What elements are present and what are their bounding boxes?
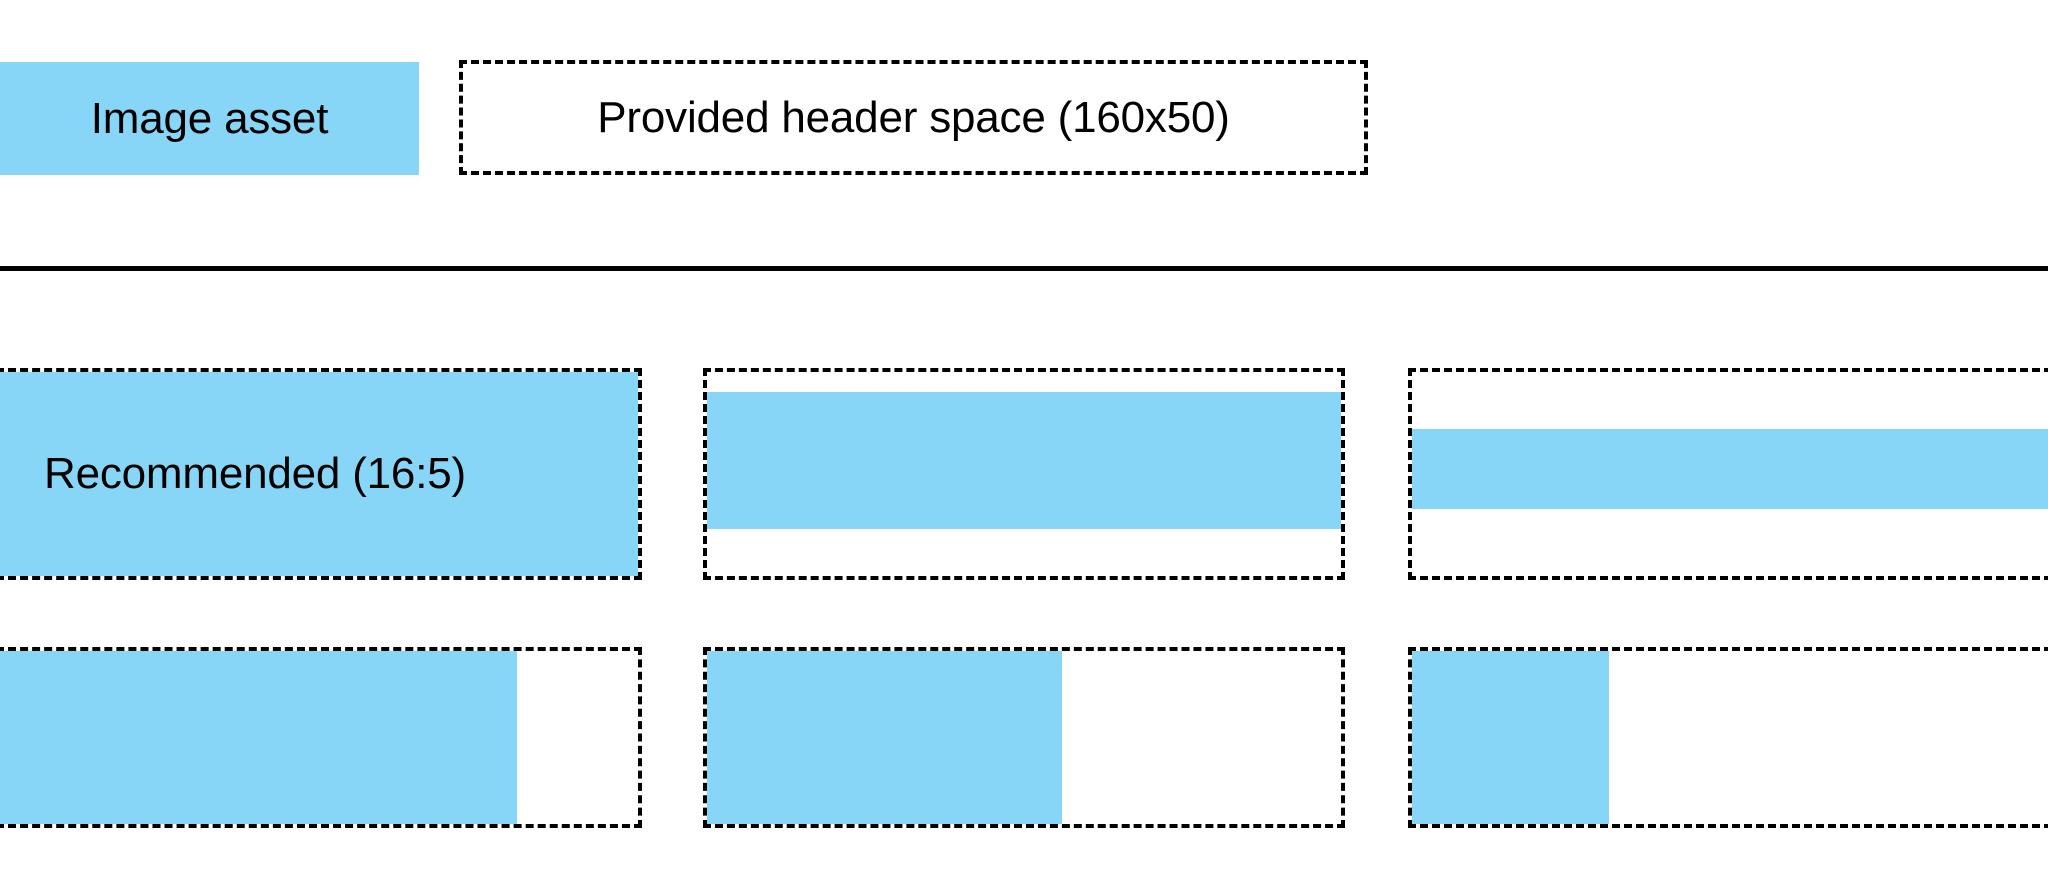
asset-fill: [0, 651, 517, 824]
asset-fill: [707, 651, 1063, 824]
legend-image-asset-swatch: Image asset: [0, 62, 419, 175]
asset-fill: [1412, 651, 1610, 824]
legend-image-asset-label: Image asset: [90, 93, 329, 143]
asset-fill: [0, 372, 638, 576]
slot-recommended-ratio: Recommended (16:5): [0, 368, 642, 580]
slot-much-shorter-ratio: [1408, 368, 2048, 580]
asset-fill: [707, 392, 1341, 530]
section-divider: [0, 266, 2048, 271]
asset-fill: [1412, 429, 2048, 509]
slot-slightly-shorter-ratio: [703, 368, 1345, 580]
slot-wide-asset: [0, 647, 642, 828]
slot-medium-asset: [703, 647, 1345, 828]
slot-recommended-ratio-label: Recommended (16:5): [44, 449, 466, 498]
legend-provided-space-box: Provided header space (160x50): [459, 60, 1368, 175]
slot-narrow-asset: [1408, 647, 2048, 828]
legend-provided-space-label: Provided header space (160x50): [597, 92, 1230, 142]
legend-band: Image asset Provided header space (160x5…: [0, 0, 2048, 271]
